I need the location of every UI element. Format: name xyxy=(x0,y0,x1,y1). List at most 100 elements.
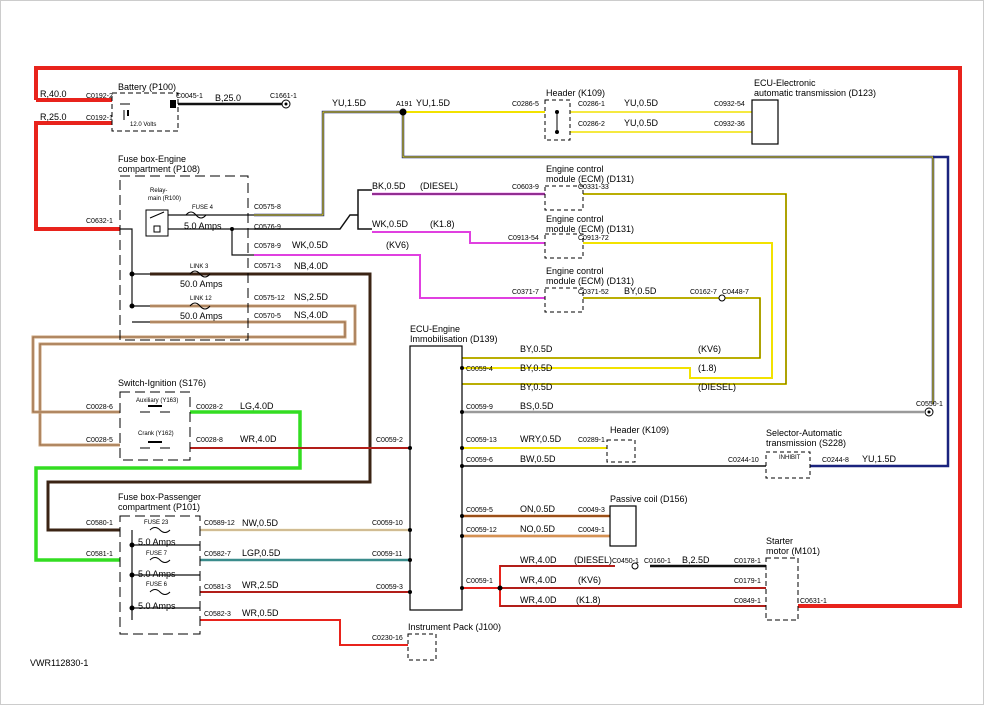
wire-label-by05ecm: BY,0.5D xyxy=(624,286,657,296)
wire-label-no05: NO,0.5D xyxy=(520,524,556,534)
conn-c0244-10: C0244-10 xyxy=(728,457,759,464)
conn-c0178-1: C0178-1 xyxy=(734,558,761,565)
wire-label-nw05: NW,0.5D xyxy=(242,518,279,528)
fuse4-rating: 5.0 Amps xyxy=(184,221,222,231)
wire-by-k18 xyxy=(462,242,773,379)
wire-label-wr05: WR,0.5D xyxy=(242,608,279,618)
conn-c0059-13: C0059-13 xyxy=(466,437,497,444)
conn-c0160-1: C0160-1 xyxy=(644,558,671,565)
conn-c0059-4: C0059-4 xyxy=(466,366,493,373)
fuse-23 xyxy=(149,527,171,533)
wire-label-yu15sel: YU,1.5D xyxy=(862,454,897,464)
wire-label-wry05: WRY,0.5D xyxy=(520,434,562,444)
junction-dots xyxy=(129,366,503,611)
ecm3-title1: Engine control xyxy=(546,266,604,276)
starter-title1: Starter xyxy=(766,536,793,546)
conn-c0570-5: C0570-5 xyxy=(254,313,281,320)
variant-kv6b: (KV6) xyxy=(698,344,721,354)
conn-c0582-3: C0582-3 xyxy=(204,611,231,618)
selector-title1: Selector-Automatic xyxy=(766,428,843,438)
conn-c0059-11: C0059-11 xyxy=(372,551,402,558)
conn-c0059-6: C0059-6 xyxy=(466,457,493,464)
variant-kv6c: (KV6) xyxy=(578,575,601,585)
conn-c0589-12: C0589-12 xyxy=(204,520,235,527)
conn-c0028-6: C0028-6 xyxy=(86,404,113,411)
conn-c0244-8: C0244-8 xyxy=(822,457,849,464)
wire-lg40 xyxy=(34,410,302,562)
ground-c0550 xyxy=(924,407,934,417)
ecm2-title2: module (ECM) (D131) xyxy=(546,224,634,234)
wire-label-yu05b: YU,0.5D xyxy=(624,118,659,128)
variant-diesel2: (DIESEL) xyxy=(698,382,736,392)
wire-label-r40: R,40.0 xyxy=(40,89,67,99)
fuse-4 xyxy=(185,211,207,219)
wire-label-wr40c: WR,4.0D xyxy=(520,595,557,605)
link3-rating: 50.0 Amps xyxy=(180,279,223,289)
battery-volts: 12.0 Volts xyxy=(130,122,156,128)
wire-yu15sel xyxy=(810,155,950,468)
variant-diesel3: (DIESEL) xyxy=(574,555,612,565)
ecm3-title2: module (ECM) (D131) xyxy=(546,276,634,286)
fuse-7 xyxy=(149,557,171,563)
battery-title: Battery (P100) xyxy=(118,82,176,92)
switch-aux-label: Auxiliary (Y163) xyxy=(136,398,178,404)
wire-label-yu15b: YU,1.5D xyxy=(416,98,451,108)
passive-coil-d156 xyxy=(609,505,637,547)
wire-label-b25st: B,2.5D xyxy=(682,555,710,565)
wire-label-wk05a: WK,0.5D xyxy=(372,219,409,229)
variant-diesel1: (DIESEL) xyxy=(420,181,458,191)
fuse7-rating: 5.0 Amps xyxy=(138,569,176,579)
wire-label-bk05: BK,0.5D xyxy=(372,181,406,191)
conn-c0059-1: C0059-1 xyxy=(466,578,493,585)
header-mid-title: Header (K109) xyxy=(610,425,669,435)
conn-c0059-3: C0059-3 xyxy=(376,584,403,591)
conn-c0059-5: C0059-5 xyxy=(466,507,493,514)
variant-kv6a: (KV6) xyxy=(386,240,409,250)
link12-rating: 50.0 Amps xyxy=(180,311,223,321)
conn-c0230-16: C0230-16 xyxy=(372,635,403,642)
ecm1-title2: module (ECM) (D131) xyxy=(546,174,634,184)
switch-crank-label: Crank (Y162) xyxy=(138,431,174,437)
conn-c0631-1: C0631-1 xyxy=(800,598,827,605)
conn-c0578-9: C0578-9 xyxy=(254,243,281,250)
conn-c0932-54: C0932-54 xyxy=(714,101,745,108)
ecm-d131-2 xyxy=(544,233,584,259)
wire-label-bs05: BS,0.5D xyxy=(520,401,554,411)
conn-c0289-1: C0289-1 xyxy=(578,437,605,444)
wire-wk05a xyxy=(372,231,545,244)
conn-c0045-1: C0045-1 xyxy=(176,93,203,100)
coil-title: Passive coil (D156) xyxy=(610,494,688,504)
splice-a191 xyxy=(399,108,407,116)
conn-c0286-5: C0286-5 xyxy=(512,101,539,108)
conn-c0581-3: C0581-3 xyxy=(204,584,231,591)
wire-label-b25: B,25.0 xyxy=(215,93,241,103)
conn-c0571-3: C0571-3 xyxy=(254,263,281,270)
ecm-d131-1 xyxy=(544,185,584,211)
ecu-trans-title2: automatic transmission (D123) xyxy=(754,88,876,98)
wire-by-kv6-hl xyxy=(462,297,761,359)
fusebox-passenger-frame xyxy=(119,515,201,635)
switch-ignition-title: Switch-Ignition (S176) xyxy=(118,378,206,388)
starter-title2: motor (M101) xyxy=(766,546,820,556)
immob-title2: Immobilisation (D139) xyxy=(410,334,498,344)
fusebox-engine-pins xyxy=(129,227,234,309)
wire-wk05-bus xyxy=(254,189,372,230)
wire-wk05b xyxy=(254,254,545,299)
conn-c0580-1: C0580-1 xyxy=(86,520,113,527)
ecu-trans-d123 xyxy=(751,99,779,145)
wire-label-wk05b: WK,0.5D xyxy=(292,240,329,250)
fusebox-engine-title2: compartment (P108) xyxy=(118,164,200,174)
fusebox-engine-frame xyxy=(119,175,249,341)
conn-c0913-72: C0913-72 xyxy=(578,235,609,242)
instrument-pack-j100 xyxy=(407,633,437,661)
wire-r40-loop xyxy=(34,66,962,608)
connector-c0162 xyxy=(718,294,726,302)
fusebox-passenger-title1: Fuse box-Passenger xyxy=(118,492,201,502)
starter-motor-m101 xyxy=(765,557,799,621)
link-12 xyxy=(189,302,211,310)
ecm1-title1: Engine control xyxy=(546,164,604,174)
wire-label-wr40sw: WR,4.0D xyxy=(240,434,277,444)
wire-label-yu05a: YU,0.5D xyxy=(624,98,659,108)
battery-p100 xyxy=(111,92,179,132)
fuse23-rating: 5.0 Amps xyxy=(138,537,176,547)
